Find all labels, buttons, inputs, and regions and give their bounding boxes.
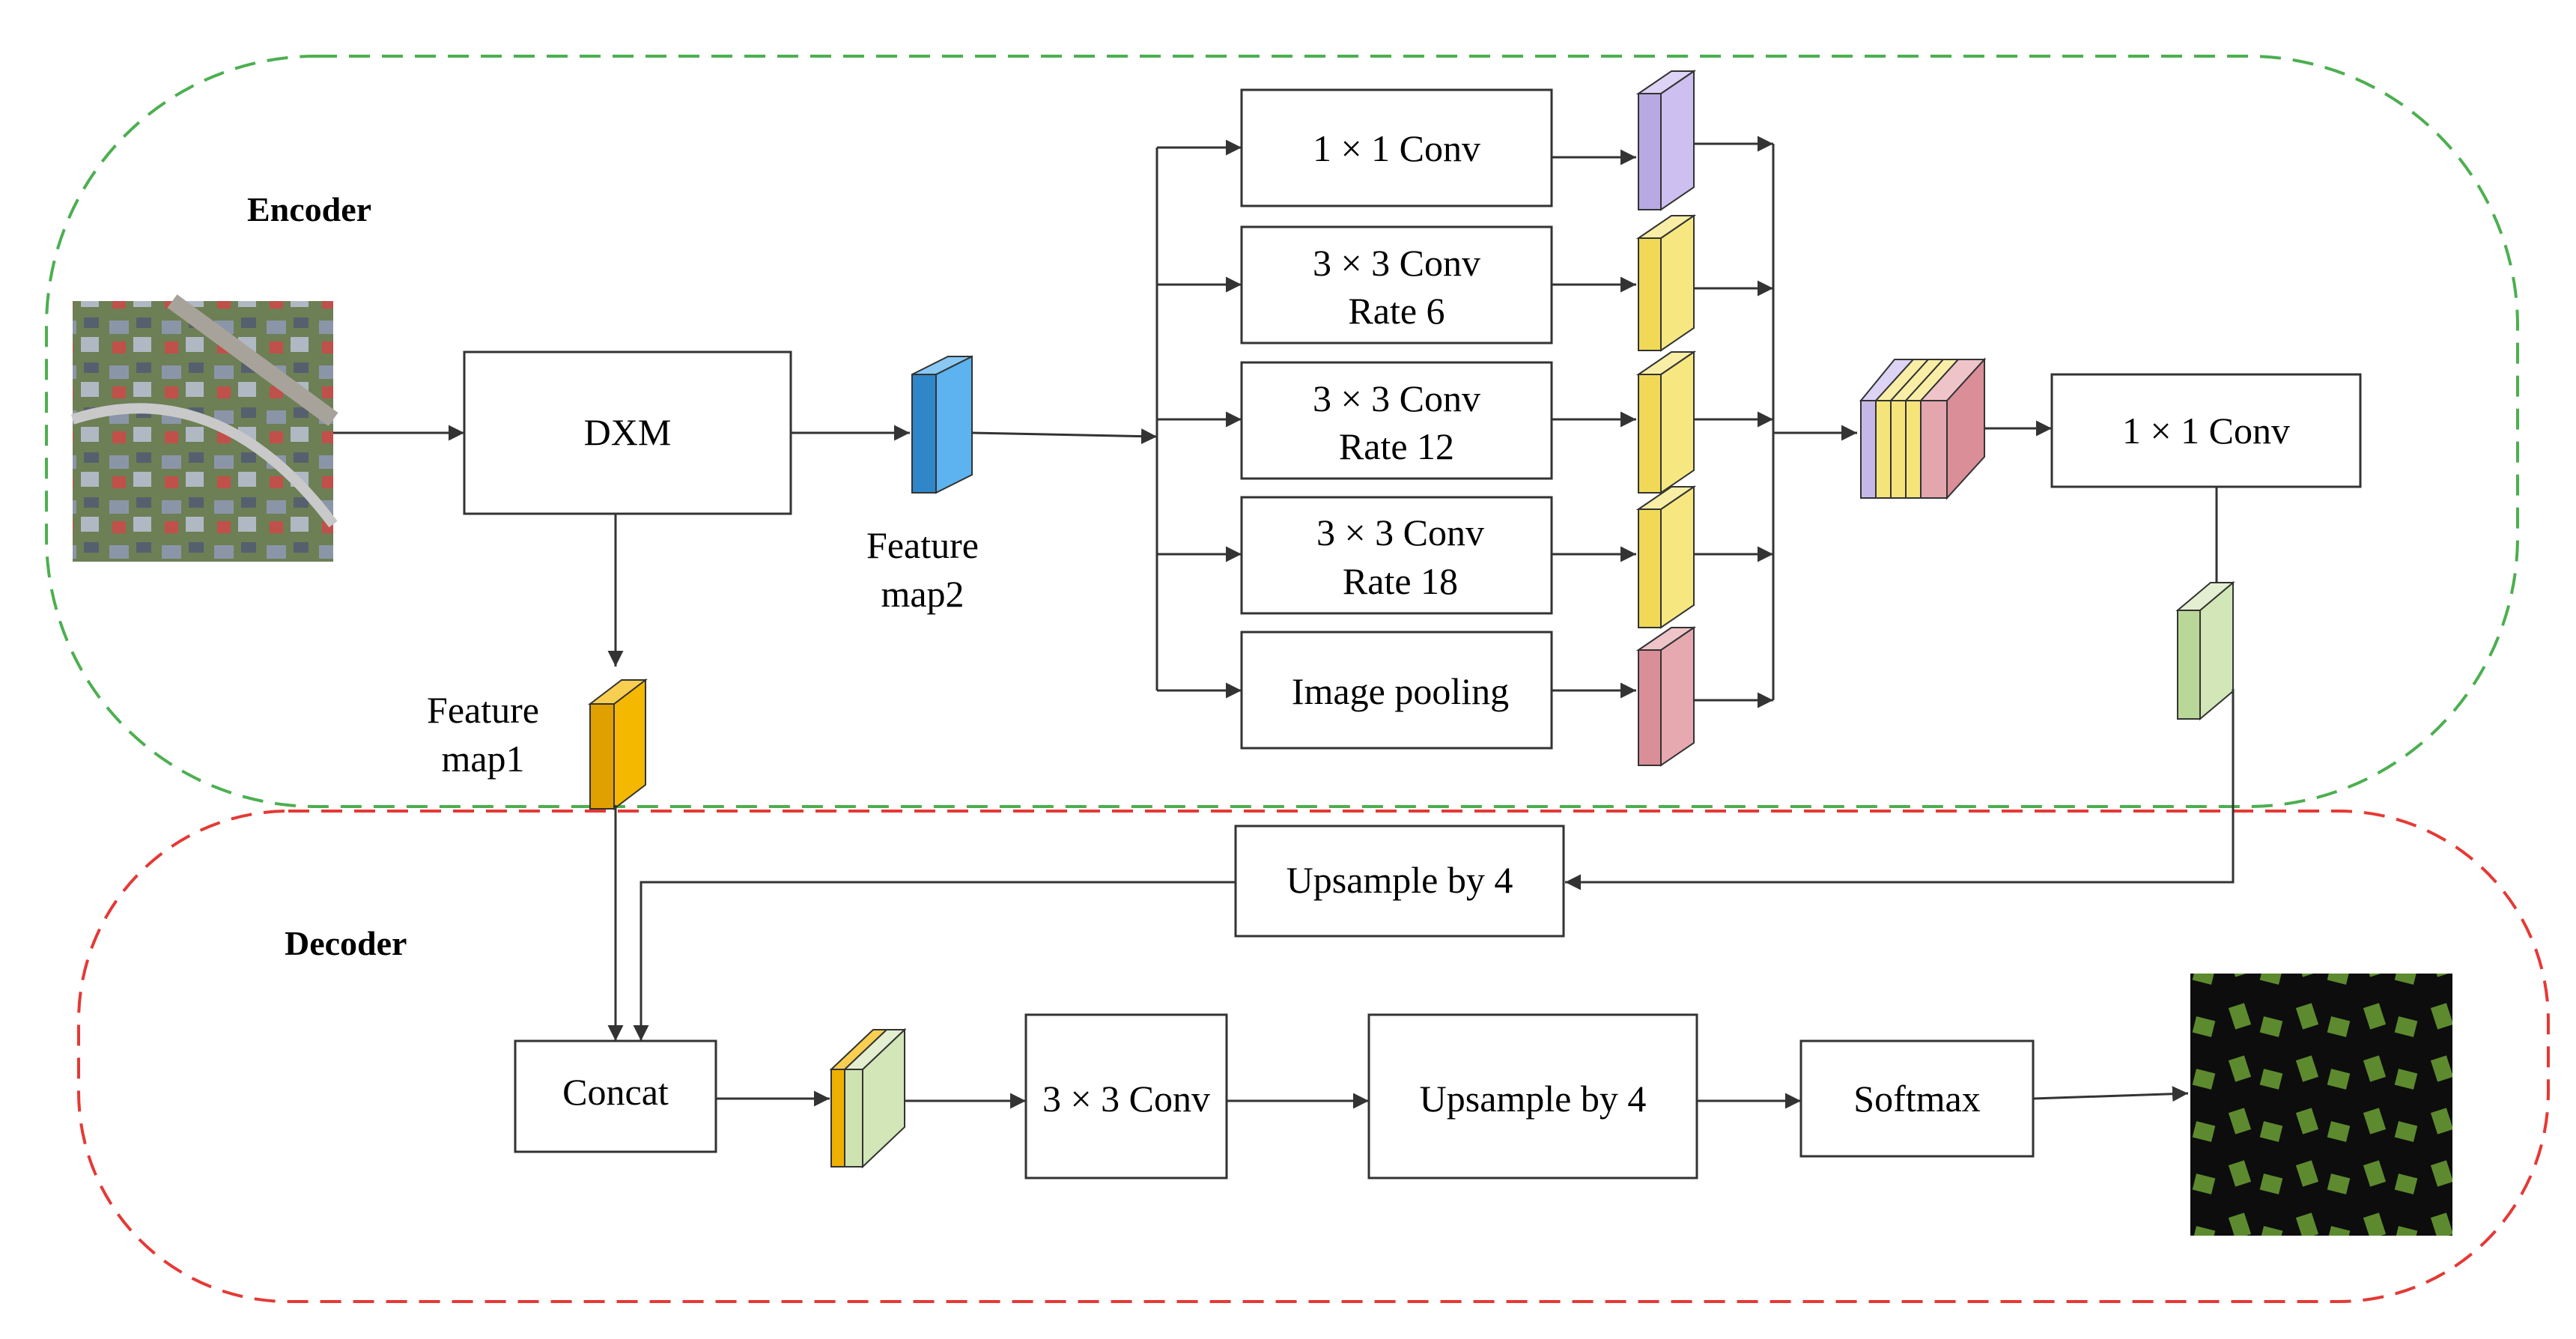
aspp-rate18-box: [1240, 496, 1553, 615]
feature-map2-label-1: Feature: [866, 524, 979, 566]
branch-feature-1x1: [1635, 70, 1697, 211]
input-image: [70, 294, 338, 562]
concat-box: [514, 1039, 717, 1153]
aspp-rate18-label-2: Rate 18: [1343, 560, 1458, 602]
upsample-decoder-label: Upsample by 4: [1420, 1078, 1647, 1120]
decoder-concat-feature: [829, 1027, 907, 1169]
feature-map1-block: [588, 678, 648, 811]
feature-map2-block: [911, 355, 973, 494]
aspp-rate6-box: [1240, 225, 1553, 344]
aspp-rate18-label-1: 3 × 3 Conv: [1316, 511, 1484, 553]
aspp-rate6-label-2: Rate 6: [1348, 290, 1445, 332]
image-pooling-label: Image pooling: [1292, 670, 1509, 712]
softmax-box: [1799, 1039, 2035, 1158]
aspp-rate12-label-1: 3 × 3 Conv: [1313, 377, 1480, 419]
encoder-conv1x1-label: 1 × 1 Conv: [2122, 410, 2290, 452]
dxm-box: [463, 350, 792, 515]
branch-feature-rate18: [1635, 485, 1697, 629]
decoder-label: Decoder: [285, 924, 407, 962]
aspp-conv1x1-label: 1 × 1 Conv: [1313, 127, 1480, 169]
image-pooling-box: [1240, 631, 1553, 750]
feature-map1-label-2: map1: [441, 738, 524, 780]
aspp-conv1x1-box: [1240, 88, 1553, 207]
decoder-conv3x3-box: [1024, 1013, 1228, 1179]
branch-feature-rate12: [1635, 350, 1697, 494]
aspp-rate12-label-2: Rate 12: [1339, 425, 1454, 467]
output-segmentation-image: [2190, 974, 2452, 1236]
encoder-label: Encoder: [247, 190, 371, 228]
feature-map1-label-1: Feature: [427, 689, 539, 731]
aspp-rate6-label-1: 3 × 3 Conv: [1313, 242, 1480, 284]
feature-map2-label-2: map2: [881, 573, 964, 615]
encoder-conv1x1-box: [2050, 373, 2362, 488]
decoder-conv3x3-label: 3 × 3 Conv: [1042, 1078, 1210, 1120]
decoder-region: [77, 810, 2550, 1303]
softmax-label: Softmax: [1853, 1078, 1980, 1120]
dxm-label: DXM: [584, 411, 672, 453]
aspp-concat-stack: [1859, 357, 1987, 500]
upsample-decoder-box: [1367, 1013, 1698, 1179]
encoder-output-block: [2175, 580, 2235, 721]
branch-feature-rate6: [1635, 214, 1697, 352]
upsample-encoder-label: Upsample by 4: [1287, 859, 1513, 901]
concat-label: Concat: [562, 1071, 669, 1113]
encoder-region: [45, 55, 2519, 808]
aspp-rate12-box: [1240, 361, 1553, 480]
branch-feature-pool: [1635, 626, 1697, 767]
